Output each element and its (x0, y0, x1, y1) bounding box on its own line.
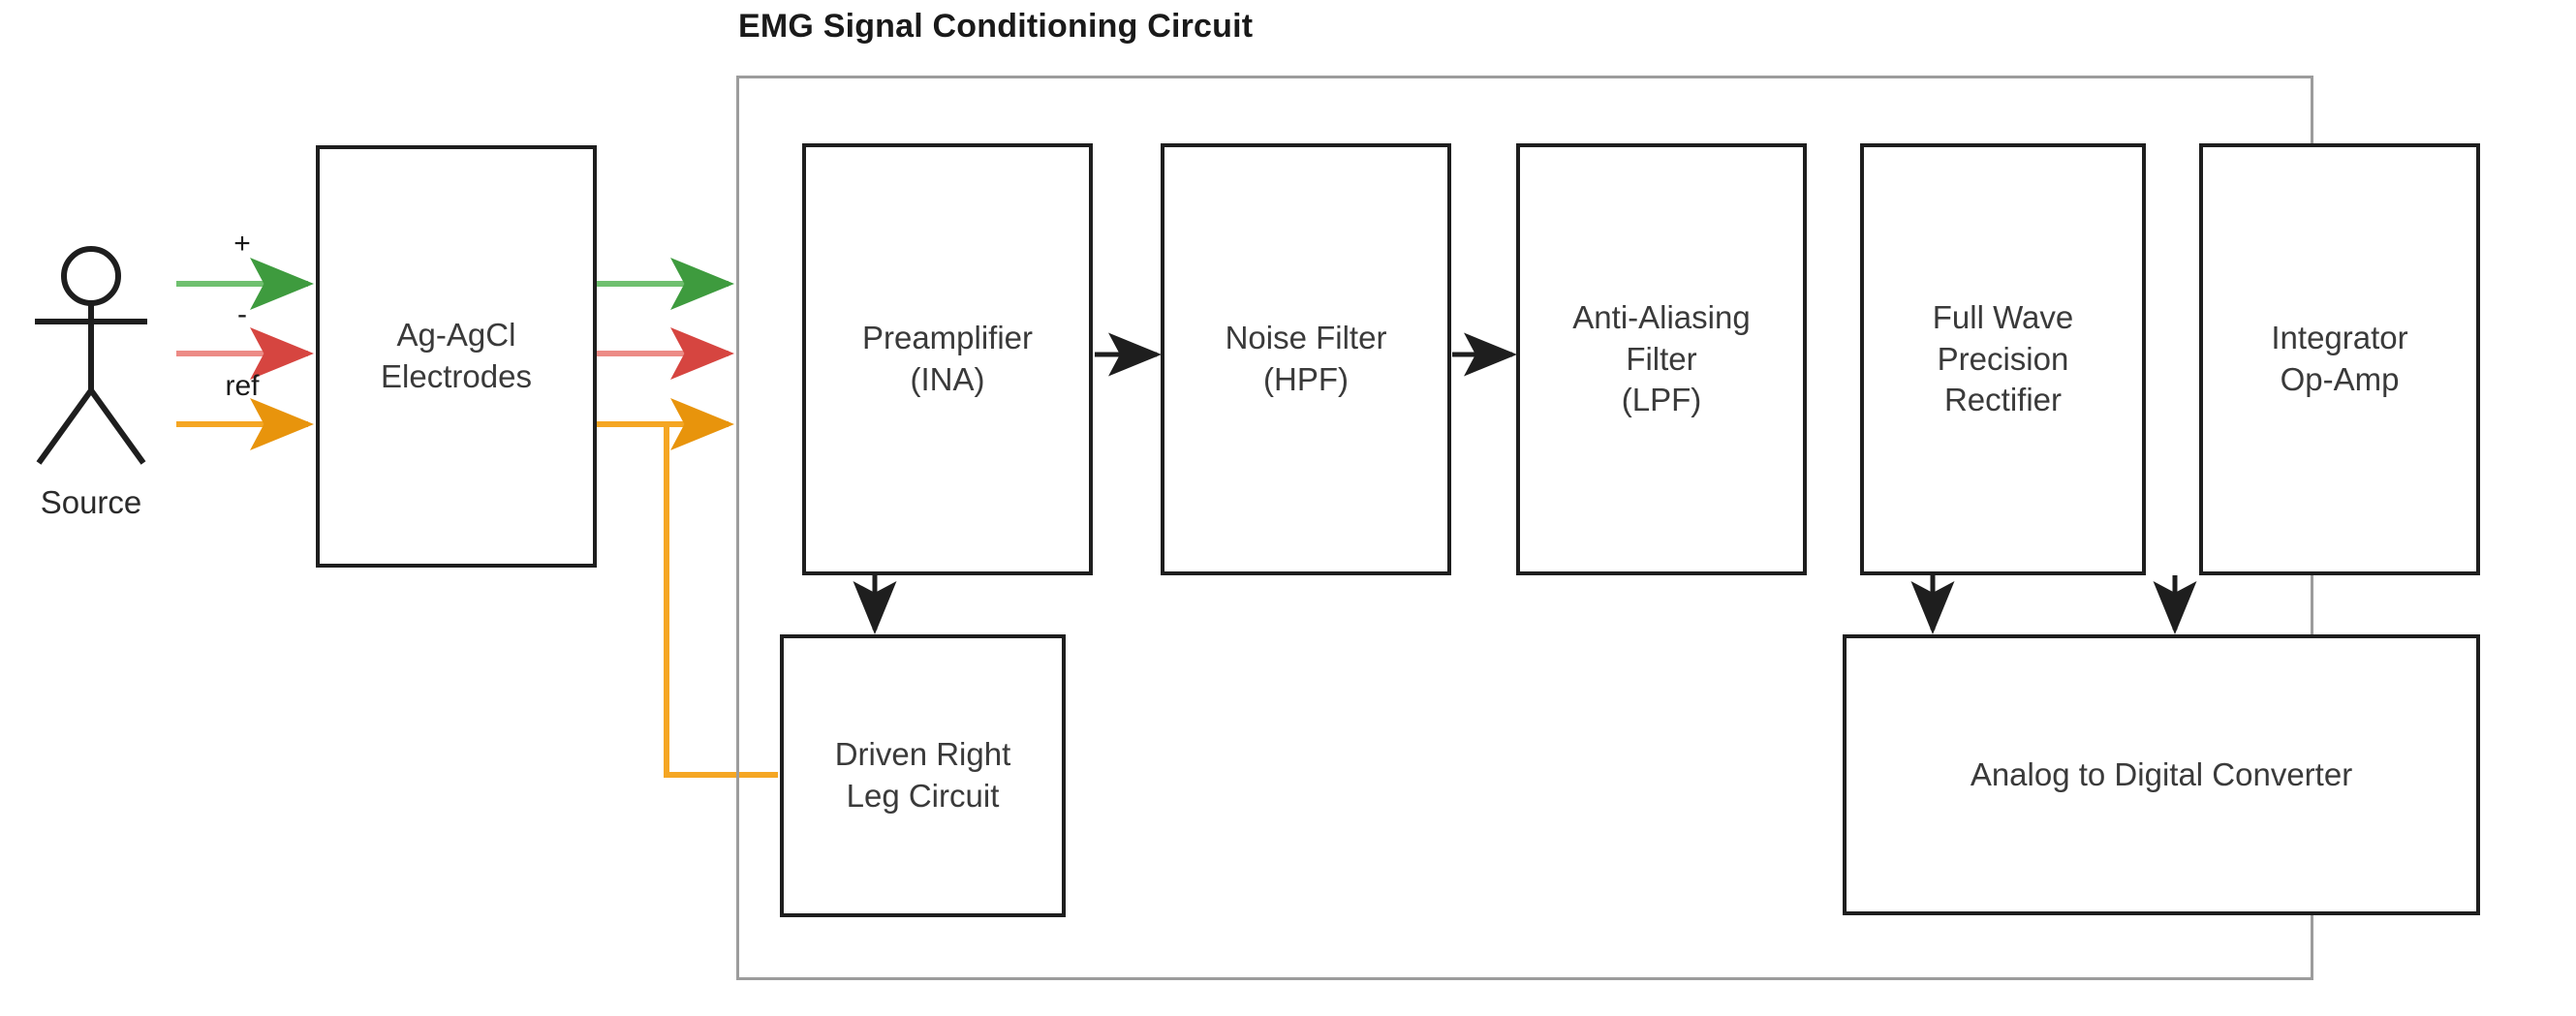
node-analog-to-digital-converter[interactable]: Analog to Digital Converter (1843, 634, 2480, 915)
lead-label-negative: - (237, 298, 247, 330)
node-ag-agcl-electrodes[interactable]: Ag-AgCl Electrodes (316, 145, 597, 568)
node-label-anti-aliasing-filter: Anti-Aliasing Filter (LPF) (1572, 298, 1751, 418)
node-label-analog-to-digital-converter: Analog to Digital Converter (1970, 755, 2353, 792)
node-driven-right-leg-circuit[interactable]: Driven Right Leg Circuit (780, 634, 1066, 917)
node-label-integrator-op-amp: Integrator Op-Amp (2271, 320, 2408, 397)
group-title: EMG Signal Conditioning Circuit (738, 8, 1254, 45)
node-noise-filter[interactable]: Noise Filter (HPF) (1161, 143, 1451, 575)
node-label-noise-filter: Noise Filter (HPF) (1225, 320, 1387, 397)
node-integrator-op-amp[interactable]: Integrator Op-Amp (2199, 143, 2480, 575)
node-anti-aliasing-filter[interactable]: Anti-Aliasing Filter (LPF) (1516, 143, 1807, 575)
lead-reference-branch-to-drl (664, 424, 778, 778)
node-full-wave-precision-rectifier[interactable]: Full Wave Precision Rectifier (1860, 143, 2146, 575)
actor-label-source: Source (40, 484, 142, 520)
actor-head (61, 246, 121, 306)
node-preamplifier[interactable]: Preamplifier (INA) (802, 143, 1093, 575)
actor-right-leg (88, 388, 146, 465)
node-label-preamplifier: Preamplifier (INA) (861, 320, 1034, 397)
stick-figure-person-icon (35, 246, 147, 465)
actor-left-leg (36, 388, 94, 465)
node-label-driven-right-leg-circuit: Driven Right Leg Circuit (834, 736, 1011, 814)
lead-label-reference: ref (225, 370, 260, 402)
node-label-ag-agcl-electrodes: Ag-AgCl Electrodes (381, 317, 532, 394)
lead-label-positive: + (233, 228, 251, 260)
node-label-full-wave-precision-rectifier: Full Wave Precision Rectifier (1932, 298, 2074, 418)
